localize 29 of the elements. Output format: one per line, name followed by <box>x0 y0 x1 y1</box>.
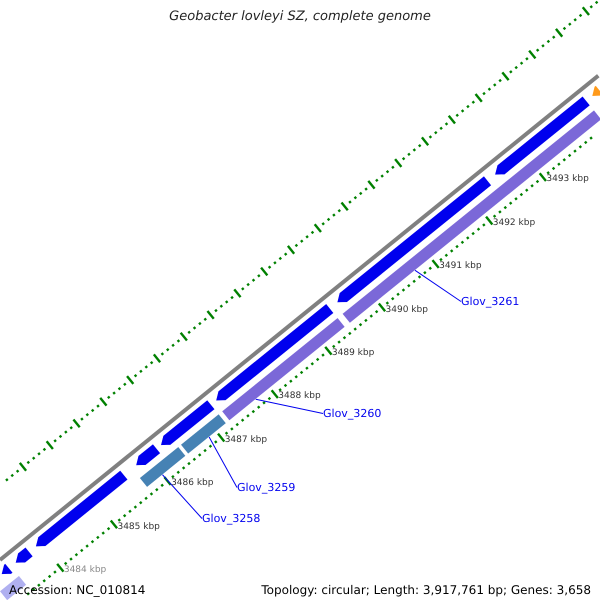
scale-label: 3490 kbp <box>386 304 428 315</box>
gene-bar <box>342 110 600 324</box>
scale-label: 3486 kbp <box>171 478 214 488</box>
scale-label: 3493 kbp <box>546 174 589 184</box>
gene-label: Glov_3261 <box>461 295 520 308</box>
leader-line <box>208 436 238 488</box>
scale-label: 3484 kbp <box>64 565 106 576</box>
leader-line <box>162 474 202 519</box>
gene-block <box>14 546 34 564</box>
scale-label: 3488 kbp <box>278 391 321 402</box>
scale-label: 3485 kbp <box>117 522 160 532</box>
genome-summary: Topology: circular; Length: 3,917,761 bp; Genes: 3,658 <box>261 583 591 597</box>
gene-block <box>494 96 591 176</box>
map-title: Geobacter lovleyi SZ, complete genome <box>168 9 432 24</box>
leader-line <box>255 398 324 414</box>
accession-text: Accession: NC_010814 <box>9 583 146 597</box>
scale-label: 3492 kbp <box>492 218 536 228</box>
gene-bar <box>180 413 227 454</box>
scale-label: 3491 kbp <box>439 261 482 272</box>
gene-block <box>592 84 600 97</box>
gene-block <box>215 303 334 402</box>
scale-label: 3487 kbp <box>224 434 268 445</box>
gene-label: Glov_3258 <box>202 512 260 525</box>
gene-block <box>135 443 161 466</box>
scale-label: 3489 kbp <box>332 348 374 358</box>
gene-label: Glov_3259 <box>237 481 296 494</box>
gene-label: Glov_3260 <box>323 407 382 420</box>
gene-block <box>160 399 216 446</box>
leader-line <box>414 270 462 302</box>
